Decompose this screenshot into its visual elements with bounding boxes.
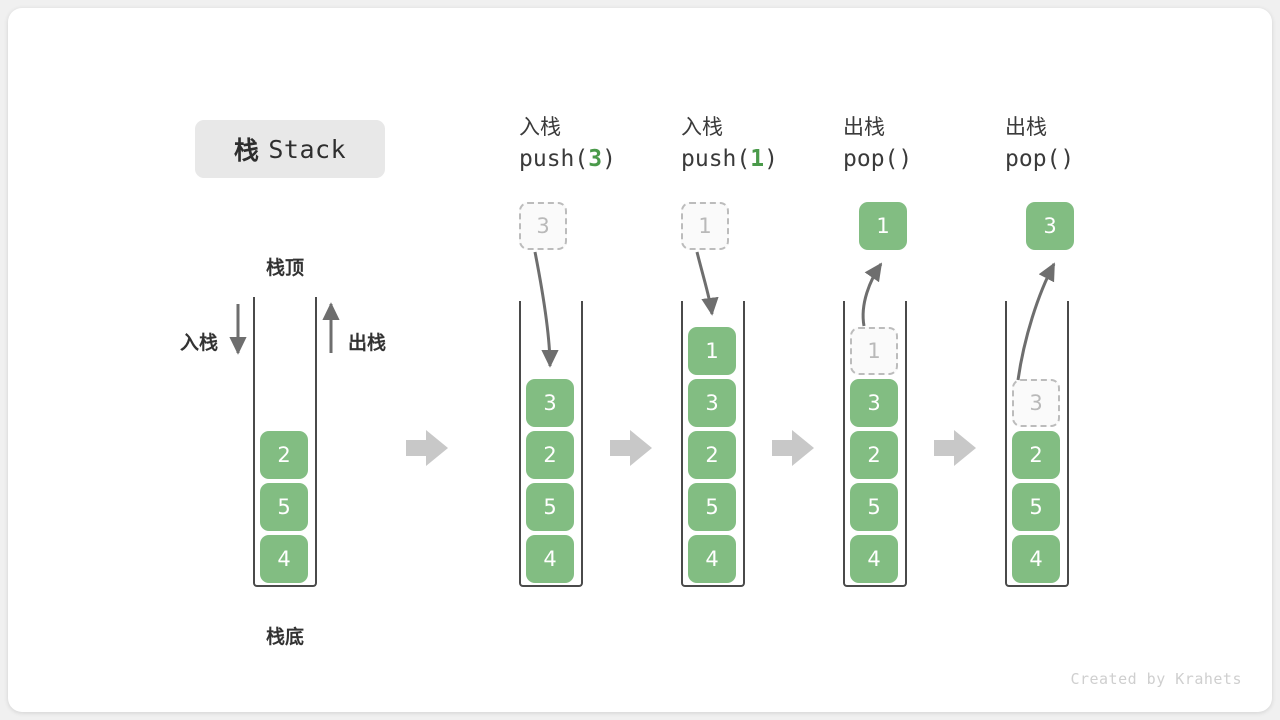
flow-arrow-4 <box>934 430 976 466</box>
step-1-element-3: 4 <box>526 535 574 583</box>
flow-arrow-1 <box>406 430 448 466</box>
step-1-element-0: 3 <box>526 379 574 427</box>
step-2-stack-container <box>681 301 745 587</box>
step-1-title: 入栈 <box>519 116 561 139</box>
step-4-element-0: 3 <box>1012 379 1060 427</box>
footer-credit: Created by Krahets <box>1070 670 1242 688</box>
step-2-element-4: 4 <box>688 535 736 583</box>
step-2-element-3: 5 <box>688 483 736 531</box>
step-3-header: 出栈 pop() <box>843 113 912 175</box>
step-4-stack-container <box>1005 301 1069 587</box>
arrow-overlay <box>229 251 1056 466</box>
step-4-op-suffix: ) <box>1060 146 1075 172</box>
step-4-element-2: 5 <box>1012 483 1060 531</box>
step-3-element-4: 4 <box>850 535 898 583</box>
title-en: Stack <box>268 134 347 164</box>
step-3-element-2: 2 <box>850 431 898 479</box>
step-4-title: 出栈 <box>1005 116 1047 139</box>
step-3-title: 出栈 <box>843 116 885 139</box>
step-1-op: push(3) <box>519 143 616 175</box>
flow-arrow-2 <box>610 430 652 466</box>
step-2-incoming-element: 1 <box>681 202 729 250</box>
step-3-element-0: 1 <box>850 327 898 375</box>
step-2-op-prefix: push( <box>681 146 751 172</box>
base-element-0: 2 <box>260 431 308 479</box>
label-push-side: 入栈 <box>180 333 219 354</box>
step-2-title: 入栈 <box>681 116 723 139</box>
label-stack-bottom: 栈底 <box>266 627 305 648</box>
step-2-element-2: 2 <box>688 431 736 479</box>
step-3-stack-container <box>843 301 907 587</box>
step-3-element-3: 5 <box>850 483 898 531</box>
base-element-1: 5 <box>260 483 308 531</box>
title-badge: 栈 Stack <box>195 120 385 178</box>
step-4-op: pop() <box>1005 143 1074 175</box>
base-stack-container <box>253 297 317 587</box>
flow-arrow-3 <box>772 430 814 466</box>
step-2-header: 入栈 push(1) <box>681 113 778 175</box>
step-2-op: push(1) <box>681 143 778 175</box>
step-3-op-suffix: ) <box>898 146 913 172</box>
step-1-op-suffix: ) <box>602 146 616 172</box>
step-1-element-2: 5 <box>526 483 574 531</box>
base-element-2: 4 <box>260 535 308 583</box>
step-4-op-prefix: pop( <box>1005 146 1061 172</box>
step-2-op-arg: 1 <box>750 146 765 172</box>
step-1-op-arg: 3 <box>588 146 603 172</box>
step-2-op-suffix: ) <box>764 146 778 172</box>
step-1-op-prefix: push( <box>519 146 589 172</box>
step-3-op: pop() <box>843 143 912 175</box>
step-3-op-prefix: pop( <box>843 146 899 172</box>
step-4-popped-element: 3 <box>1026 202 1074 250</box>
title-cn: 栈 <box>233 137 260 165</box>
label-stack-top: 栈顶 <box>266 258 305 279</box>
step-2-element-1: 3 <box>688 379 736 427</box>
label-pop-side: 出栈 <box>348 333 387 354</box>
step-1-stack-container <box>519 301 583 587</box>
step-2-element-0: 1 <box>688 327 736 375</box>
step-3-element-1: 3 <box>850 379 898 427</box>
step-4-header: 出栈 pop() <box>1005 113 1074 175</box>
step-4-element-3: 4 <box>1012 535 1060 583</box>
step-1-element-1: 2 <box>526 431 574 479</box>
step-4-element-1: 2 <box>1012 431 1060 479</box>
step-3-popped-element: 1 <box>859 202 907 250</box>
step-1-incoming-element: 3 <box>519 202 567 250</box>
step-1-header: 入栈 push(3) <box>519 113 616 175</box>
